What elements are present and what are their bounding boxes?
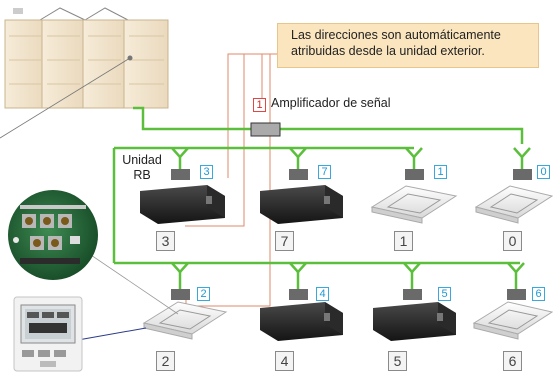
rb-label-line-1: Unidad: [122, 153, 162, 167]
cassette-unit-icon: [472, 301, 553, 340]
wall-remote-icon: [13, 296, 83, 372]
unit-number-box: 3: [156, 231, 175, 251]
unit-address-badge: 5: [438, 287, 451, 301]
unit-address-badge: 0: [537, 165, 550, 179]
outdoor-unit-icon: [4, 7, 169, 109]
refrigerant-pipes: [112, 106, 531, 292]
info-callout: Las direcciones son automáticamente atri…: [277, 23, 539, 68]
duct-unit-icon: [373, 302, 456, 341]
cassette-unit-icon: [142, 301, 228, 340]
unit-address-badge: 6: [532, 287, 545, 301]
rb-boxes: [171, 169, 532, 300]
callout-line-2: atribuidas desde la unidad exterior.: [291, 44, 485, 58]
unit-number-box: 4: [275, 351, 294, 371]
signal-wires: [185, 53, 277, 307]
duct-unit-icon: [260, 185, 343, 224]
unit-address-badge: 3: [200, 165, 213, 179]
unit-address-badge: 1: [434, 165, 447, 179]
unit-address-badge: 4: [316, 287, 329, 301]
unit-number-box: 5: [388, 351, 407, 371]
callout-line-1: Las direcciones son automáticamente: [291, 28, 501, 42]
unit-number-box: 7: [275, 231, 294, 251]
control-board-icon: [8, 190, 98, 280]
cassette-unit-icon: [474, 185, 553, 224]
signal-amplifier-icon: [250, 122, 281, 137]
rb-unit-label: Unidad RB: [120, 153, 164, 183]
unit-number-box: 1: [394, 231, 413, 251]
unit-address-badge: 2: [197, 287, 210, 301]
cassette-unit-icon: [370, 185, 458, 224]
duct-unit-icon: [140, 185, 225, 224]
amplifier-label: Amplificador de señal: [271, 96, 391, 110]
unit-address-badge: 7: [318, 165, 331, 179]
unit-number-box: 2: [156, 351, 175, 371]
rb-label-line-2: RB: [133, 168, 151, 182]
unit-number-box: 0: [503, 231, 522, 251]
duct-unit-icon: [260, 302, 343, 341]
unit-number-box: 6: [503, 351, 522, 371]
amplifier-address-badge: 1: [253, 98, 266, 112]
